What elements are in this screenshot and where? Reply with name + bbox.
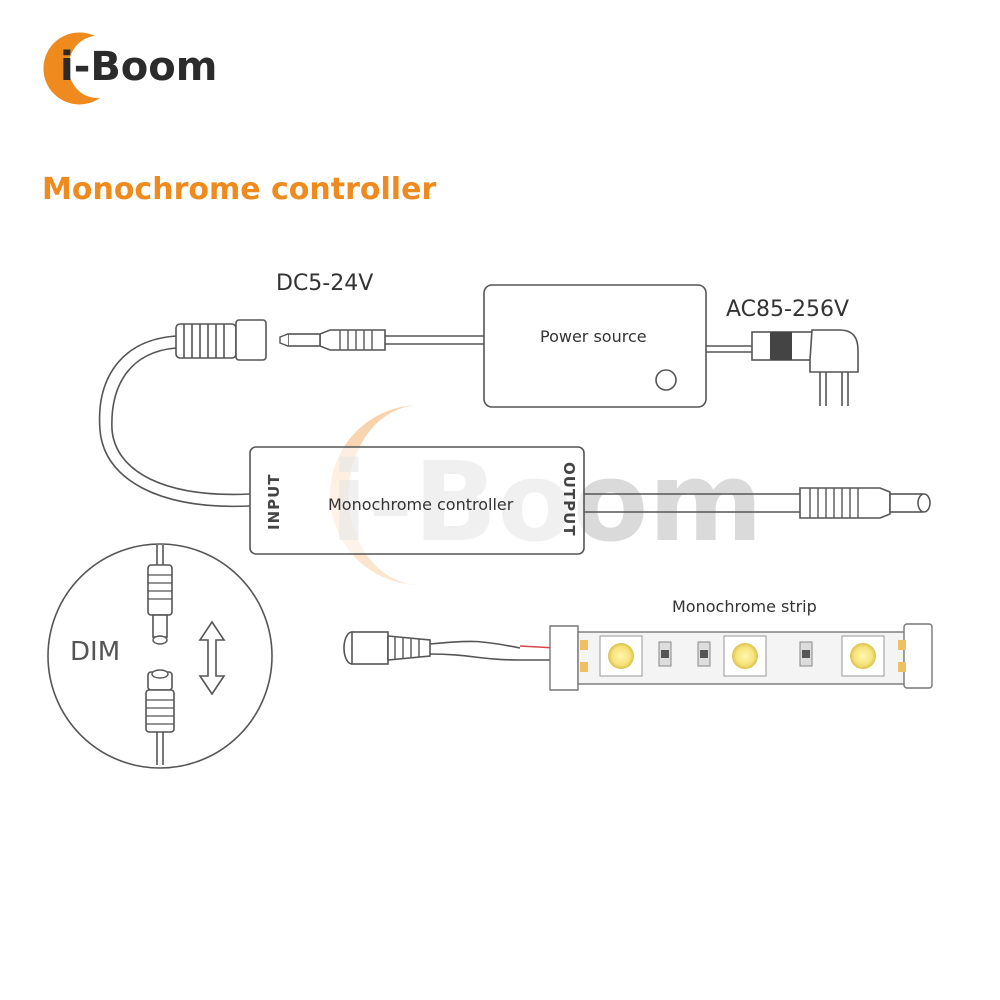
power-source-box: Power source xyxy=(483,284,707,408)
page-title: Monochrome controller xyxy=(42,172,437,207)
double-arrow-icon xyxy=(198,620,226,696)
brand-logo: i-Boom xyxy=(43,32,217,105)
output-male-plug xyxy=(584,487,931,519)
logo-text: i-Boom xyxy=(60,44,217,90)
ac-voltage-label: AC85-256V xyxy=(726,297,849,322)
resistor-icon xyxy=(799,641,813,667)
led-icon xyxy=(599,635,643,677)
resistor-icon xyxy=(658,641,672,667)
controller-box: INPUT OUTPUT Monochrome controller xyxy=(249,446,585,555)
power-indicator-icon xyxy=(655,369,677,391)
ac-plug: AC85-256V xyxy=(706,297,859,406)
strip-female-socket xyxy=(343,631,557,665)
output-port-label: OUTPUT xyxy=(560,462,578,537)
dim-detail-circle: DIM xyxy=(47,543,273,769)
dc-male-plug: DC5-24V xyxy=(276,271,484,351)
input-port-label: INPUT xyxy=(265,473,283,530)
dc-voltage-label: DC5-24V xyxy=(276,271,373,296)
strip-label: Monochrome strip xyxy=(672,597,817,616)
dim-label: DIM xyxy=(70,637,120,667)
resistor-icon xyxy=(697,641,711,667)
dc-female-socket xyxy=(98,319,267,508)
controller-label: Monochrome controller xyxy=(328,495,514,514)
logo-crescent-icon xyxy=(43,32,100,105)
led-icon xyxy=(723,635,767,677)
led-icon xyxy=(841,635,885,677)
led-strip: Monochrome strip xyxy=(549,597,933,691)
power-source-label: Power source xyxy=(540,327,647,346)
